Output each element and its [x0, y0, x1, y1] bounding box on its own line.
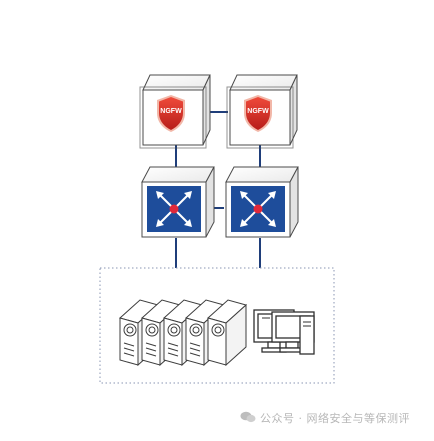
server-5	[206, 299, 248, 367]
switch-2	[225, 166, 299, 238]
firewall-1: NGFW	[139, 74, 211, 149]
switch-arrows-icon	[156, 191, 192, 227]
firewall-1-label: NGFW	[160, 108, 182, 115]
firewall-2-label: NGFW	[247, 108, 269, 115]
wechat-icon	[240, 411, 256, 423]
server-group	[118, 299, 248, 367]
workstation-group	[253, 309, 315, 355]
switch-arrows-icon	[240, 191, 276, 227]
tower-pc-icon	[299, 315, 315, 355]
firewall-2: NGFW	[226, 74, 298, 149]
switch-1	[141, 166, 215, 238]
watermark-text: 公众号 · 网络安全与等保测评	[260, 412, 410, 425]
shield-icon: NGFW	[244, 95, 272, 132]
watermark: 公众号 · 网络安全与等保测评	[240, 410, 410, 426]
shield-icon: NGFW	[157, 95, 185, 132]
server-zone-boundary	[99, 267, 335, 384]
